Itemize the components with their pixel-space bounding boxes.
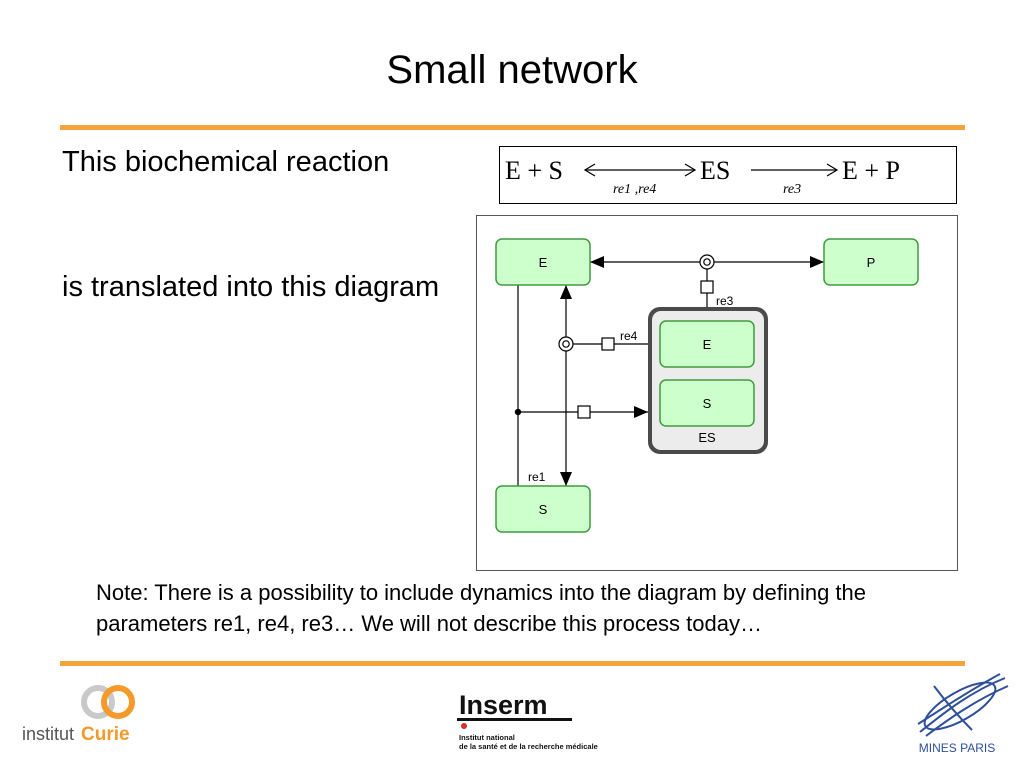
mines-name: MINES PARIS	[919, 741, 995, 755]
equation-label-reverse: re1 ,re4	[613, 182, 656, 197]
species-s[interactable]: S	[495, 485, 591, 533]
equation-rhs: E + P	[842, 156, 900, 185]
mines-paris-logo: MINES PARIS	[917, 673, 1009, 755]
process-node-re1	[577, 405, 591, 419]
translated-text: is translated into this diagram	[62, 271, 440, 303]
inserm-logo: Inserm Institut national de la santé et …	[457, 690, 598, 751]
species-p[interactable]: P	[823, 238, 919, 286]
reaction-equation: E + S re1 ,re4 ES re3 E + P	[499, 146, 957, 204]
institut-curie-logo: institut Curie	[22, 685, 135, 745]
network-diagram: re3 re4 re1 E P S E S ES	[476, 215, 958, 571]
complex-species-s[interactable]: S	[659, 379, 755, 427]
species-s-label: S	[539, 502, 548, 517]
complex-e-label: E	[703, 337, 712, 352]
process-node-re4	[601, 337, 615, 351]
curie-prefix: institut	[22, 724, 74, 744]
inserm-name: Inserm	[459, 690, 548, 720]
species-p-label: P	[867, 255, 876, 270]
note-text: Note: There is a possibility to include …	[96, 580, 867, 636]
curie-name: Curie	[81, 724, 130, 745]
label-re1: re1	[528, 470, 546, 484]
equation-lhs: E + S	[505, 156, 563, 185]
intro-text: This biochemical reaction	[62, 146, 390, 178]
slide-title: Small network	[386, 48, 638, 92]
complex-s-label: S	[703, 396, 712, 411]
process-node-re3	[700, 280, 714, 294]
bottom-divider	[60, 661, 965, 666]
equation-label-forward: re3	[783, 182, 801, 197]
equation-middle: ES	[700, 156, 730, 185]
inserm-line1: Institut national	[459, 733, 515, 742]
species-e[interactable]: E	[495, 238, 591, 286]
label-re3: re3	[716, 294, 734, 308]
inserm-line2: de la santé et de la recherche médicale	[459, 742, 598, 751]
species-e-label: E	[539, 255, 548, 270]
complex-name: ES	[698, 430, 716, 445]
top-divider	[60, 125, 965, 130]
label-re4: re4	[620, 329, 638, 343]
complex-es[interactable]: E S ES	[648, 307, 768, 454]
complex-species-e[interactable]: E	[659, 320, 755, 368]
